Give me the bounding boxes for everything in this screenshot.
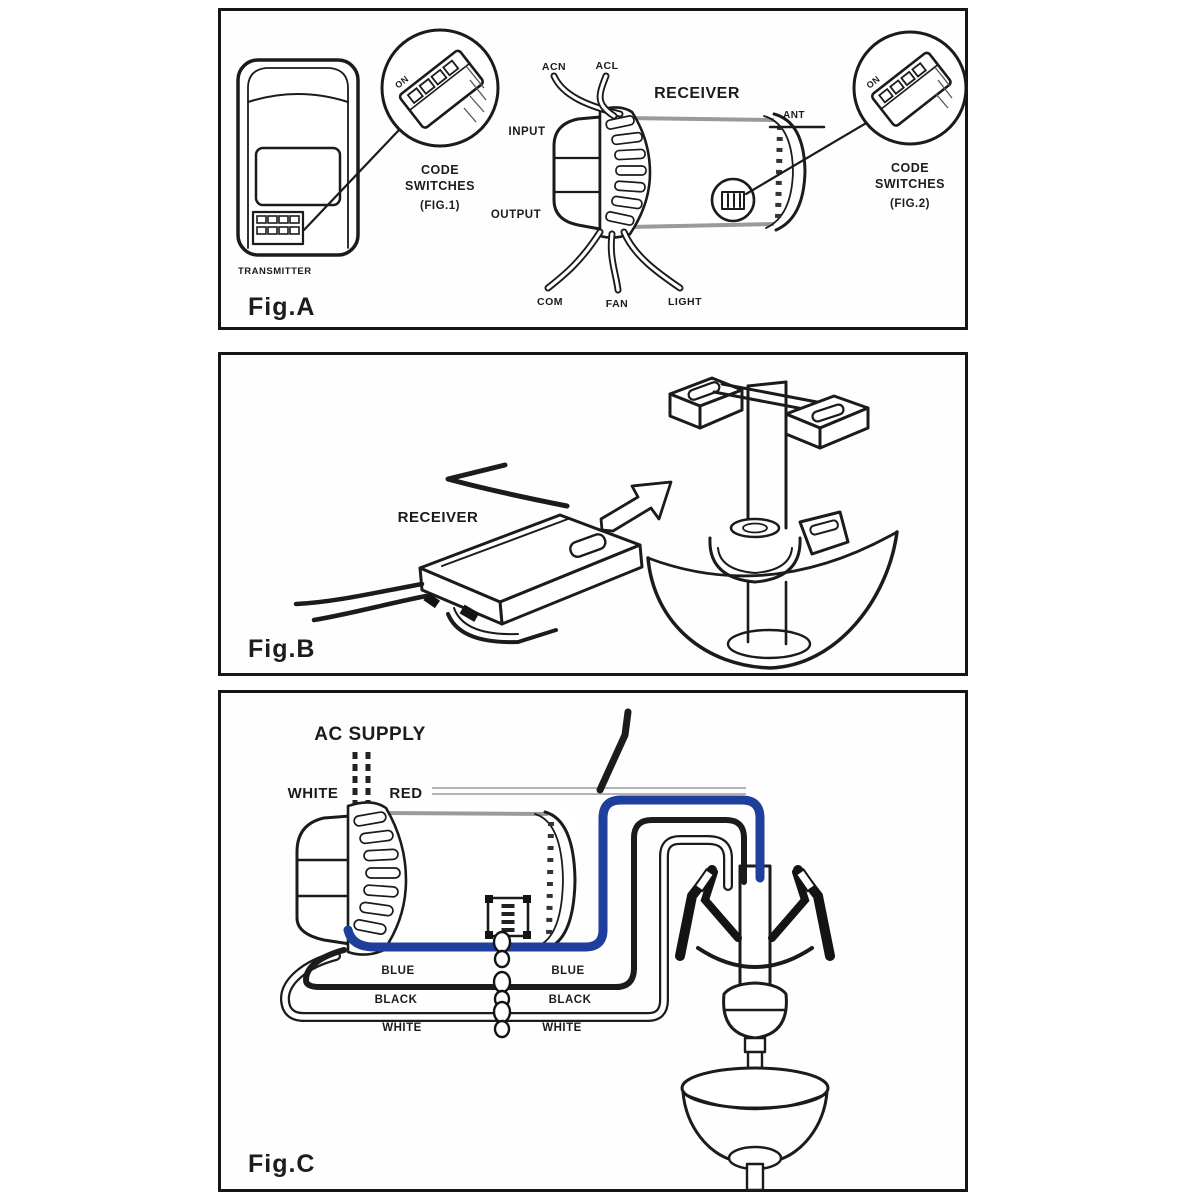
mounting-bracket-icon [668, 376, 870, 530]
transmitter-icon [236, 58, 360, 257]
receiver-icon [295, 801, 577, 956]
wire-label-white-left: WHITE [382, 1022, 422, 1034]
hatch-shading [933, 65, 953, 109]
inset-right-caption-3: (FIG.2) [890, 198, 930, 210]
downrod [738, 864, 772, 998]
receiver-title: RECEIVER [654, 85, 740, 102]
inset-right-leader-line [744, 120, 870, 196]
dip-switch-icon [406, 59, 460, 105]
wire-label-acl: ACL [595, 60, 618, 72]
receiver-module-icon [293, 462, 644, 645]
code-switch-inset-right: ON [852, 30, 968, 146]
inset-left-leader-line [302, 128, 401, 232]
canopy-bowl-icon [646, 530, 899, 670]
wire-label-blue-left: BLUE [381, 965, 414, 977]
wire-label-acn: ACN [542, 61, 566, 73]
output-label: OUTPUT [491, 209, 541, 221]
bracket-arm-right [768, 865, 835, 961]
receiver-end-cap [543, 810, 577, 950]
blue-wire [343, 795, 765, 952]
supply-white-label: WHITE [288, 785, 339, 802]
wire-nut [492, 1000, 512, 1024]
wire-connectors [492, 930, 512, 1039]
wire-label-com: COM [537, 296, 563, 308]
bracket-slot [811, 403, 845, 423]
ac-supply-label: AC SUPPLY [314, 724, 426, 745]
hatch-shading [463, 65, 487, 123]
ceiling-conduit [596, 708, 632, 794]
figure-b-panel: RECEIVER Fig.B [218, 352, 968, 676]
hanger-ball-icon [708, 510, 850, 584]
left-wire-2 [311, 593, 429, 623]
figure-c-caption: Fig.C [248, 1150, 316, 1178]
input-label: INPUT [509, 126, 546, 138]
figure-c-panel: AC SUPPLY WHITE RED BLUE BLUE BLACK BLAC… [218, 690, 968, 1192]
mount-hook [459, 604, 480, 622]
wire-label-light: LIGHT [668, 296, 702, 308]
fan-bracket-icon [675, 864, 835, 1192]
figure-a-drawing: ON CODE SWITCHES (FIG.1) [236, 28, 968, 321]
wire-nut [492, 970, 512, 994]
wire-label-black-left: BLACK [375, 994, 418, 1006]
receiver-end-cap [772, 112, 807, 232]
figure-b-caption: Fig.B [248, 635, 316, 663]
wire-label-black-right: BLACK [549, 994, 592, 1006]
mount-hook [423, 592, 441, 609]
output-wires [544, 228, 684, 294]
figure-a-caption: Fig.A [248, 293, 316, 321]
code-switch-inset-left: ON [380, 28, 500, 148]
receiver-label: RECEIVER [398, 509, 479, 526]
bracket-arm-left [675, 865, 742, 961]
left-wire-1 [293, 581, 425, 607]
terminal-block [485, 895, 531, 939]
figure-c-drawing: AC SUPPLY WHITE RED BLUE BLUE BLACK BLAC… [248, 708, 835, 1192]
wiring-runs [280, 795, 765, 1022]
wire-label-blue-right: BLUE [551, 965, 584, 977]
inset-right-caption-2: SWITCHES [875, 177, 945, 191]
black-wire [303, 817, 747, 990]
dip-switch-icon [878, 61, 928, 104]
inset-left-caption-3: (FIG.1) [420, 200, 460, 212]
bracket-slot [687, 381, 721, 401]
insert-arrow-icon [599, 480, 673, 533]
receiver-icon [552, 106, 826, 239]
wire-label-white-right: WHITE [542, 1022, 582, 1034]
wire-nut [492, 930, 512, 954]
inset-left-caption-2: SWITCHES [405, 179, 475, 193]
wire-label-fan: FAN [606, 298, 629, 310]
figure-a-panel: ON CODE SWITCHES (FIG.1) [218, 8, 968, 330]
supply-red-label: RED [389, 785, 422, 802]
inset-left-caption-1: CODE [421, 163, 459, 177]
ant-label: ANT [783, 110, 805, 121]
inset-right-caption-1: CODE [891, 161, 929, 175]
figure-b-drawing: RECEIVER Fig.B [248, 376, 899, 670]
transmitter-label: TRANSMITTER [238, 266, 312, 277]
canopy-icon [680, 1066, 830, 1192]
input-wires [550, 72, 624, 120]
top-wire [445, 462, 570, 509]
